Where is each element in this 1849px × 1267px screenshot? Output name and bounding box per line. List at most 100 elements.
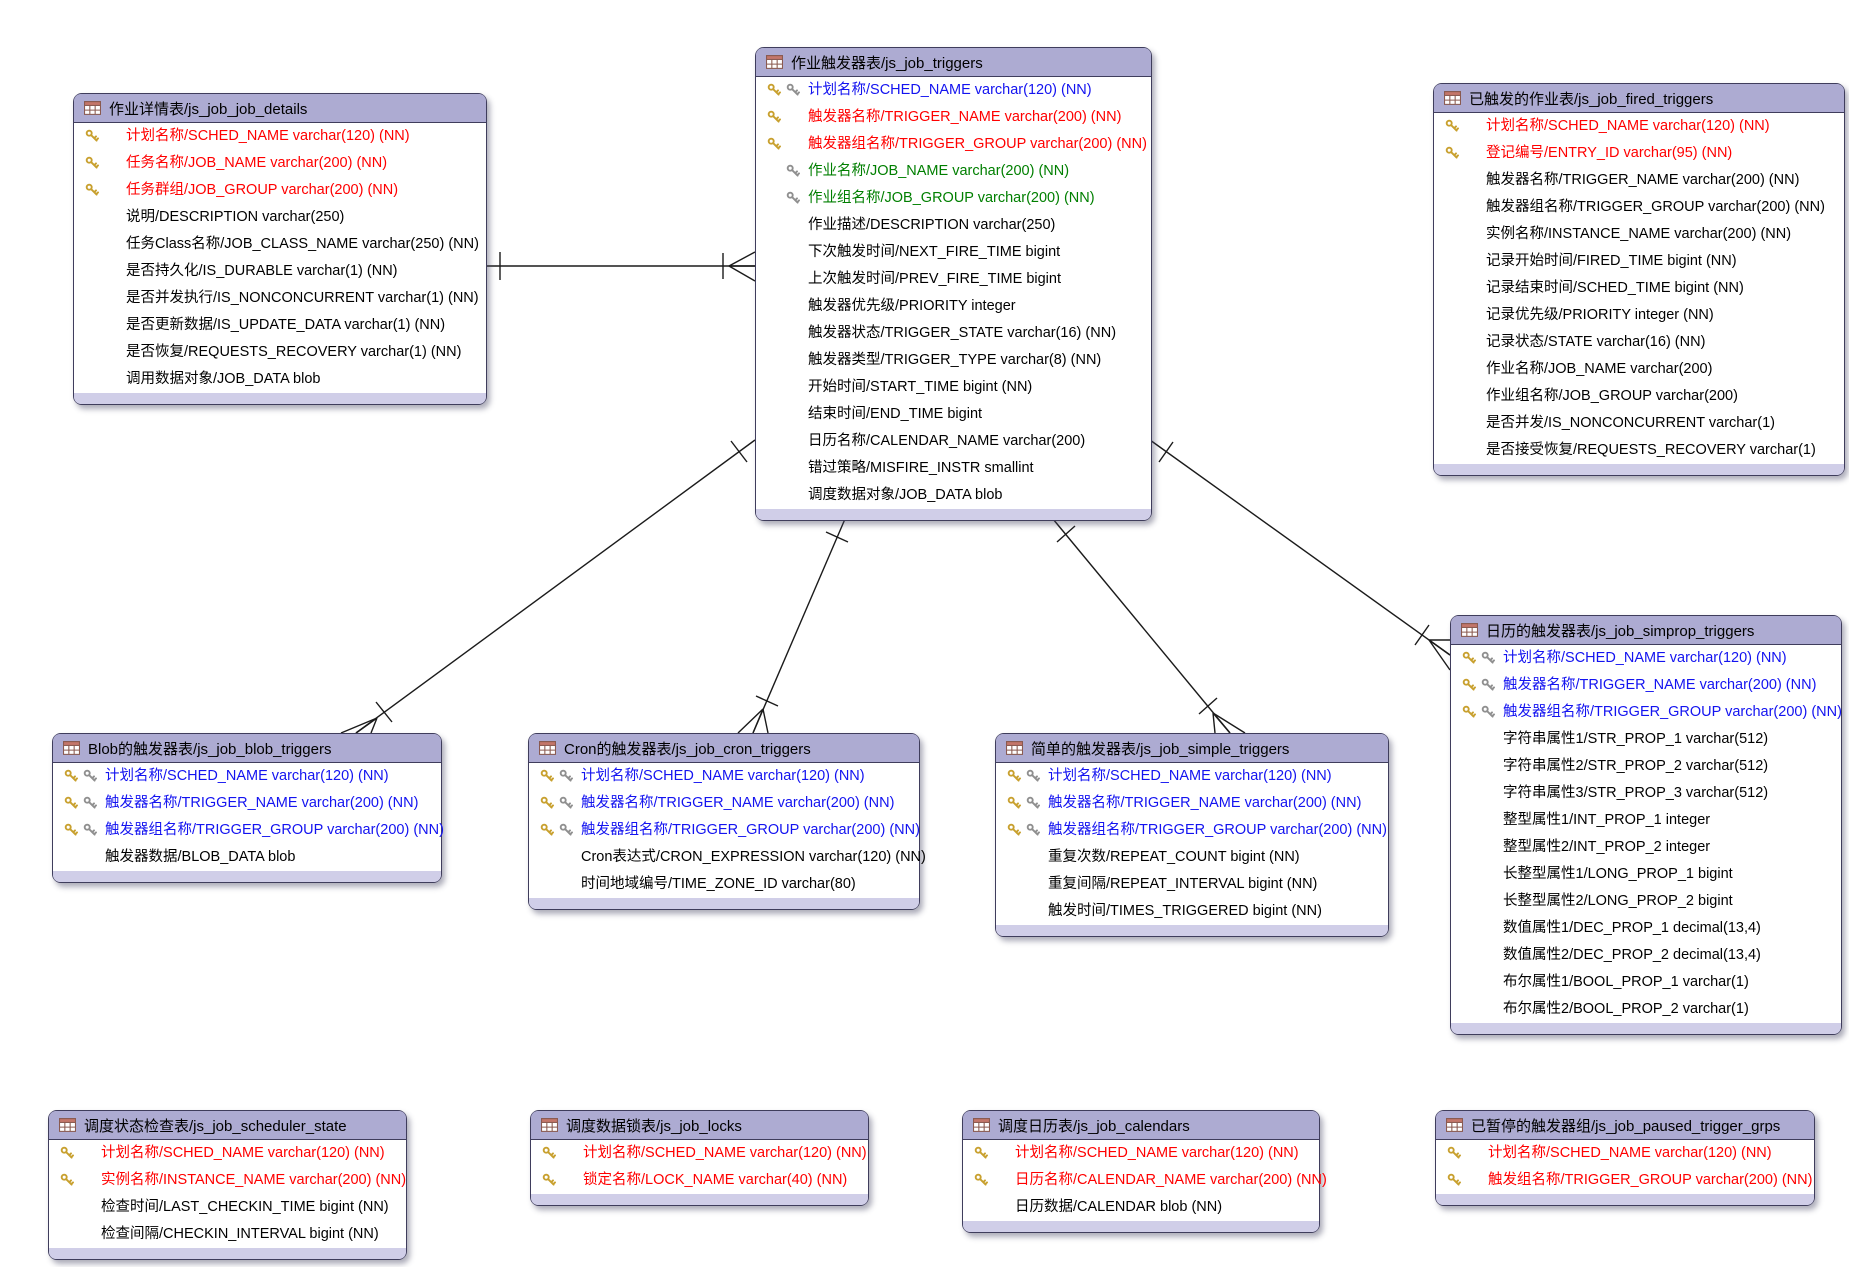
table-header[interactable]: 日历的触发器表/js_job_simprop_triggers [1451,616,1841,645]
table-field-row[interactable]: 触发器状态/TRIGGER_STATE varchar(16) (NN) [756,320,1151,347]
table-field-row[interactable]: 下次触发时间/NEXT_FIRE_TIME bigint [756,239,1151,266]
table-header[interactable]: 作业触发器表/js_job_triggers [756,48,1151,77]
table-field-row[interactable]: 数值属性1/DEC_PROP_1 decimal(13,4) [1451,915,1841,942]
table-field-row[interactable]: 错过策略/MISFIRE_INSTR smallint [756,455,1151,482]
table-header[interactable]: Cron的触发器表/js_job_cron_triggers [529,734,919,763]
table-field-row[interactable]: 任务Class名称/JOB_CLASS_NAME varchar(250) (N… [74,231,486,258]
table-field-row[interactable]: 计划名称/SCHED_NAME varchar(120) (NN) [529,763,919,790]
table-field-row[interactable]: 重复次数/REPEAT_COUNT bigint (NN) [996,844,1388,871]
table-field-row[interactable]: 计划名称/SCHED_NAME varchar(120) (NN) [53,763,441,790]
table-field-row[interactable]: 触发器组名称/TRIGGER_GROUP varchar(200) (NN) [1451,699,1842,726]
table-field-row[interactable]: 计划名称/SCHED_NAME varchar(120) (NN) [1436,1140,1814,1167]
table-field-row[interactable]: 计划名称/SCHED_NAME varchar(120) (NN) [963,1140,1319,1167]
relationship-job-details-to-triggers[interactable] [485,251,756,282]
table-field-row[interactable]: 日历名称/CALENDAR_NAME varchar(200) (NN) [963,1167,1327,1194]
table-field-row[interactable]: 触发器名称/TRIGGER_NAME varchar(200) (NN) [996,790,1388,817]
table-field-row[interactable]: 触发器组名称/TRIGGER_GROUP varchar(200) (NN) [756,131,1151,158]
table-field-row[interactable]: 触发组名称/TRIGGER_GROUP varchar(200) (NN) [1436,1167,1814,1194]
table-header[interactable]: 已触发的作业表/js_job_fired_triggers [1434,84,1844,113]
table-field-row[interactable]: 任务群组/JOB_GROUP varchar(200) (NN) [74,177,486,204]
table-field-row[interactable]: 开始时间/START_TIME bigint (NN) [756,374,1151,401]
table-field-row[interactable]: 整型属性1/INT_PROP_1 integer [1451,807,1841,834]
table-field-row[interactable]: 说明/DESCRIPTION varchar(250) [74,204,486,231]
table-header[interactable]: Blob的触发器表/js_job_blob_triggers [53,734,441,763]
table-field-row[interactable]: 计划名称/SCHED_NAME varchar(120) (NN) [756,77,1151,104]
table-field-row[interactable]: 字符串属性2/STR_PROP_2 varchar(512) [1451,753,1841,780]
table-field-row[interactable]: 是否持久化/IS_DURABLE varchar(1) (NN) [74,258,486,285]
table-field-row[interactable]: 日历名称/CALENDAR_NAME varchar(200) [756,428,1151,455]
table-field-row[interactable]: 是否恢复/REQUESTS_RECOVERY varchar(1) (NN) [74,339,486,366]
table-field-row[interactable]: 作业名称/JOB_NAME varchar(200) (NN) [756,158,1151,185]
table-field-row[interactable]: 字符串属性3/STR_PROP_3 varchar(512) [1451,780,1841,807]
table-field-row[interactable]: 调度数据对象/JOB_DATA blob [756,482,1151,509]
table-field-row[interactable]: 作业组名称/JOB_GROUP varchar(200) [1434,383,1844,410]
table-field-row[interactable]: 计划名称/SCHED_NAME varchar(120) (NN) [996,763,1388,790]
table-field-row[interactable]: 作业描述/DESCRIPTION varchar(250) [756,212,1151,239]
table-header[interactable]: 简单的触发器表/js_job_simple_triggers [996,734,1388,763]
table-field-row[interactable]: 调用数据对象/JOB_DATA blob [74,366,486,393]
table-field-row[interactable]: 布尔属性2/BOOL_PROP_2 varchar(1) [1451,996,1841,1023]
table-header[interactable]: 已暂停的触发器组/js_job_paused_trigger_grps [1436,1111,1814,1140]
relationship-triggers-to-simprop-triggers[interactable] [1149,439,1451,671]
table-field-row[interactable]: 长整型属性1/LONG_PROP_1 bigint [1451,861,1841,888]
table-field-row[interactable]: 计划名称/SCHED_NAME varchar(120) (NN) [1434,113,1844,140]
table-field-row[interactable]: 是否接受恢复/REQUESTS_RECOVERY varchar(1) [1434,437,1844,464]
table-field-row[interactable]: 触发器名称/TRIGGER_NAME varchar(200) (NN) [53,790,441,817]
table-field-row[interactable]: 触发器名称/TRIGGER_NAME varchar(200) (NN) [1434,167,1844,194]
table-field-row[interactable]: 计划名称/SCHED_NAME varchar(120) (NN) [531,1140,868,1167]
table-field-row[interactable]: 触发器名称/TRIGGER_NAME varchar(200) (NN) [756,104,1151,131]
table-field-row[interactable]: 触发器组名称/TRIGGER_GROUP varchar(200) (NN) [529,817,920,844]
table-field-row[interactable]: 触发器组名称/TRIGGER_GROUP varchar(200) (NN) [996,817,1388,844]
table-field-row[interactable]: 结束时间/END_TIME bigint [756,401,1151,428]
table-field-row[interactable]: 触发器数据/BLOB_DATA blob [53,844,441,871]
table-field-row[interactable]: 作业组名称/JOB_GROUP varchar(200) (NN) [756,185,1151,212]
table-field-row[interactable]: 上次触发时间/PREV_FIRE_TIME bigint [756,266,1151,293]
table-field-row[interactable]: 是否更新数据/IS_UPDATE_DATA varchar(1) (NN) [74,312,486,339]
table-field-row[interactable]: 触发器组名称/TRIGGER_GROUP varchar(200) (NN) [1434,194,1844,221]
table-field-row[interactable]: 是否并发/IS_NONCONCURRENT varchar(1) [1434,410,1844,437]
table-field-row[interactable]: 计划名称/SCHED_NAME varchar(120) (NN) [1451,645,1841,672]
table-field-row[interactable]: 计划名称/SCHED_NAME varchar(120) (NN) [74,123,486,150]
table-field-row[interactable]: 触发器名称/TRIGGER_NAME varchar(200) (NN) [529,790,919,817]
table-field-row[interactable]: 记录优先级/PRIORITY integer (NN) [1434,302,1844,329]
table-field-row[interactable]: 触发器优先级/PRIORITY integer [756,293,1151,320]
table-header[interactable]: 调度日历表/js_job_calendars [963,1111,1319,1140]
table-field-row[interactable]: 锁定名称/LOCK_NAME varchar(40) (NN) [531,1167,868,1194]
relationship-triggers-to-cron-triggers[interactable] [737,518,849,734]
relationship-triggers-to-blob-triggers[interactable] [340,439,756,734]
table-field-row[interactable]: 登记编号/ENTRY_ID varchar(95) (NN) [1434,140,1844,167]
table-field-row[interactable]: 长整型属性2/LONG_PROP_2 bigint [1451,888,1841,915]
table-field-row[interactable]: 触发器名称/TRIGGER_NAME varchar(200) (NN) [1451,672,1841,699]
table-field-row[interactable]: 记录状态/STATE varchar(16) (NN) [1434,329,1844,356]
table-field-row[interactable]: 日历数据/CALENDAR blob (NN) [963,1194,1319,1221]
table-field-row[interactable]: 触发器类型/TRIGGER_TYPE varchar(8) (NN) [756,347,1151,374]
table-field-row[interactable]: 整型属性2/INT_PROP_2 integer [1451,834,1841,861]
table-field-row[interactable]: 重复间隔/REPEAT_INTERVAL bigint (NN) [996,871,1388,898]
table-header[interactable]: 调度状态检查表/js_job_scheduler_state [49,1111,406,1140]
table-field-row[interactable]: 数值属性2/DEC_PROP_2 decimal(13,4) [1451,942,1841,969]
table-field-row[interactable]: 作业名称/JOB_NAME varchar(200) [1434,356,1844,383]
table-field-row[interactable]: 实例名称/INSTANCE_NAME varchar(200) (NN) [49,1167,406,1194]
table-field-row[interactable]: 触发器组名称/TRIGGER_GROUP varchar(200) (NN) [53,817,444,844]
table-field-row[interactable]: 计划名称/SCHED_NAME varchar(120) (NN) [49,1140,406,1167]
table-field-row[interactable]: 记录开始时间/FIRED_TIME bigint (NN) [1434,248,1844,275]
table-header[interactable]: 调度数据锁表/js_job_locks [531,1111,868,1140]
table-field-row[interactable]: 触发时间/TIMES_TRIGGERED bigint (NN) [996,898,1388,925]
table-field-row[interactable]: Cron表达式/CRON_EXPRESSION varchar(120) (NN… [529,844,926,871]
table-field-row[interactable]: 检查时间/LAST_CHECKIN_TIME bigint (NN) [49,1194,406,1221]
relationship-triggers-to-simple-triggers[interactable] [1052,518,1246,734]
table-field-row[interactable]: 布尔属性1/BOOL_PROP_1 varchar(1) [1451,969,1841,996]
table-field-row[interactable]: 是否并发执行/IS_NONCONCURRENT varchar(1) (NN) [74,285,486,312]
table-field-row[interactable]: 任务名称/JOB_NAME varchar(200) (NN) [74,150,486,177]
